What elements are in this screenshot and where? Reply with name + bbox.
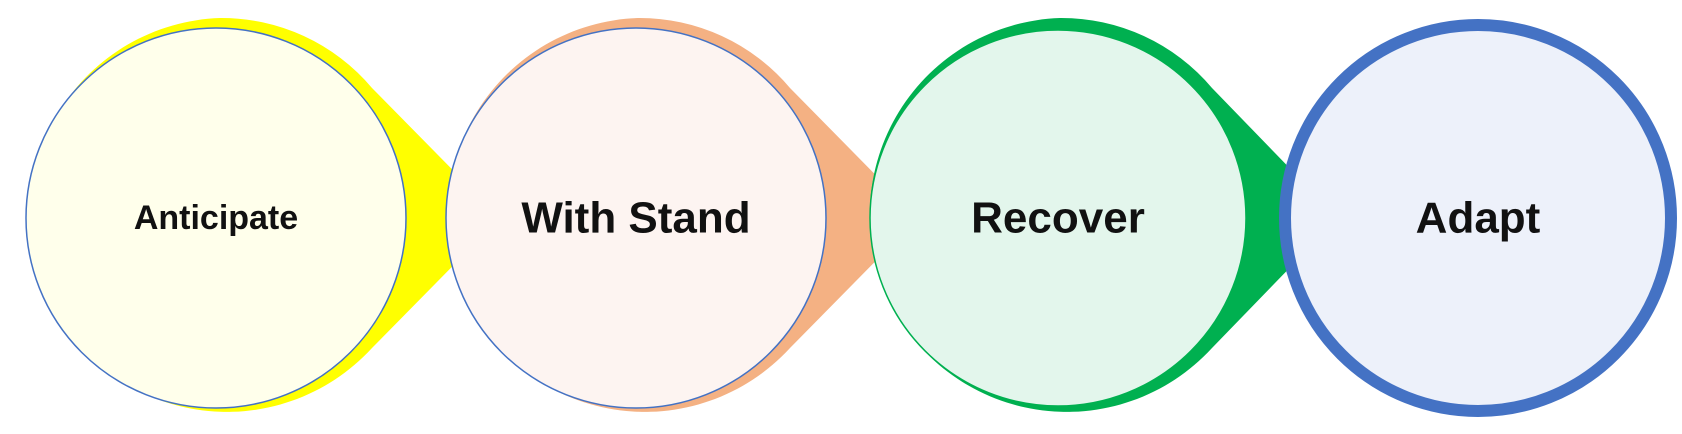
stage-adapt-label: Adapt xyxy=(1416,194,1541,243)
stage-recover-circle xyxy=(869,29,1247,407)
stage-anticipate-label: Anticipate xyxy=(134,199,298,237)
stage-recover-label: Recover xyxy=(971,194,1145,243)
stage-with-stand: With Stand xyxy=(445,17,918,412)
stage-adapt: Adapt xyxy=(1279,19,1677,417)
stage-anticipate: Anticipate xyxy=(25,17,500,412)
stage-recover: Recover xyxy=(869,17,1338,412)
stage-with-stand-circle xyxy=(445,27,827,409)
stage-with-stand-label: With Stand xyxy=(521,194,750,243)
stage-adapt-ring xyxy=(1279,19,1677,417)
stage-anticipate-circle xyxy=(25,27,407,409)
